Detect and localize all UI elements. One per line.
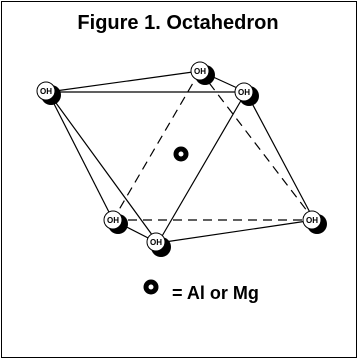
oh-label: OH bbox=[194, 67, 206, 76]
oh-vertex-bottom-left: OH bbox=[103, 210, 128, 234]
oh-vertex-bottom: OH bbox=[146, 232, 171, 257]
oh-vertex-right: OH bbox=[234, 82, 259, 106]
edge-top-bottomright bbox=[199, 70, 315, 221]
edge-left-bottomleft bbox=[47, 91, 114, 221]
edge-bottom-bottomright bbox=[157, 219, 315, 244]
edge-right-bottomright bbox=[245, 91, 315, 221]
oh-vertex-left: OH bbox=[36, 81, 61, 105]
edge-right-bottom bbox=[157, 91, 247, 244]
legend-cation-icon bbox=[143, 279, 159, 295]
oh-vertex-top: OH bbox=[190, 61, 215, 85]
oh-label: OH bbox=[107, 216, 119, 225]
hidden-edges bbox=[112, 70, 315, 221]
central-cation bbox=[173, 146, 189, 162]
oh-label: OH bbox=[40, 87, 52, 96]
oh-label: OH bbox=[150, 238, 162, 247]
edge-left-bottom bbox=[47, 91, 159, 244]
figure-title: Figure 1. Octahedron bbox=[77, 12, 279, 34]
oh-label: OH bbox=[306, 216, 318, 225]
oh-label: OH bbox=[238, 88, 250, 97]
edge-top-bottomleft bbox=[112, 70, 201, 221]
edge-left-top bbox=[47, 70, 201, 93]
oh-vertex-bottom-right: OH bbox=[302, 210, 327, 234]
legend-text: = Al or Mg bbox=[172, 283, 259, 303]
